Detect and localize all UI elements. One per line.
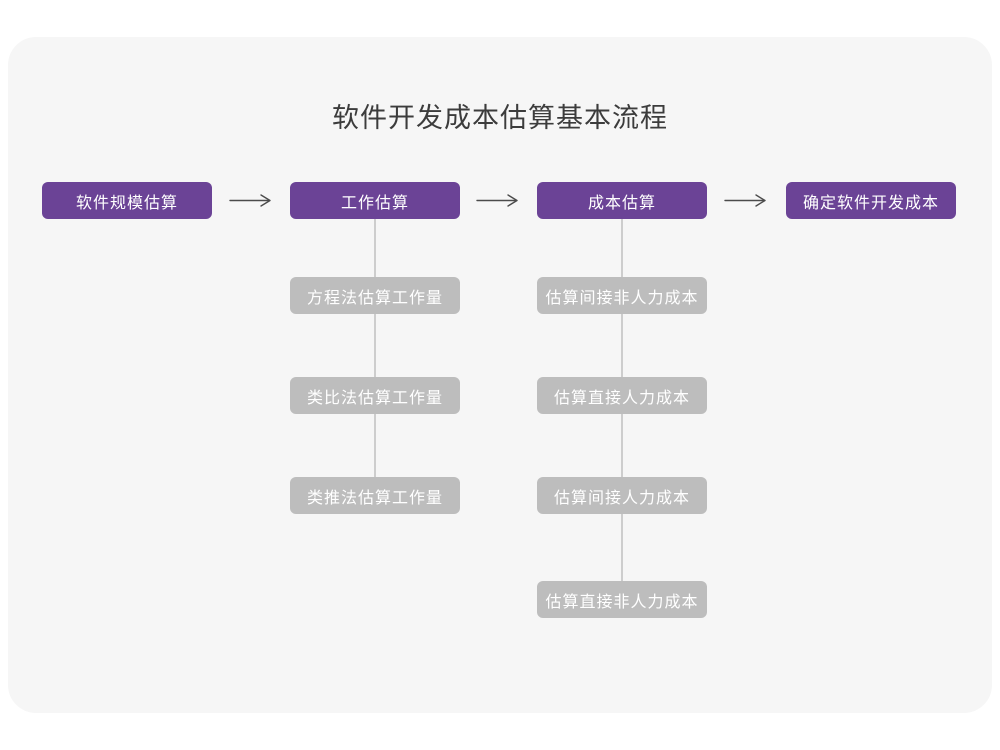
flow-node-determine-dev-cost: 确定软件开发成本 <box>786 182 956 219</box>
right-arrow-icon <box>724 192 768 209</box>
right-arrow-icon <box>229 192 273 209</box>
flow-node-software-scale-estimation: 软件规模估算 <box>42 182 212 219</box>
flow-subnode-extrapolation-method: 类推法估算工作量 <box>290 477 460 514</box>
flow-node-cost-estimation: 成本估算 <box>537 182 707 219</box>
flow-subnode-equation-method: 方程法估算工作量 <box>290 277 460 314</box>
flow-subnode-indirect-nonlabor-cost: 估算间接非人力成本 <box>537 277 707 314</box>
diagram-canvas <box>8 37 992 713</box>
right-arrow-icon <box>476 192 520 209</box>
flow-subnode-direct-labor-cost: 估算直接人力成本 <box>537 377 707 414</box>
connector-line-work-estimation <box>374 219 376 480</box>
flow-subnode-direct-nonlabor-cost: 估算直接非人力成本 <box>537 581 707 618</box>
flow-subnode-indirect-labor-cost: 估算间接人力成本 <box>537 477 707 514</box>
flow-subnode-analogy-method: 类比法估算工作量 <box>290 377 460 414</box>
flow-node-work-estimation: 工作估算 <box>290 182 460 219</box>
diagram-title: 软件开发成本估算基本流程 <box>332 103 668 133</box>
